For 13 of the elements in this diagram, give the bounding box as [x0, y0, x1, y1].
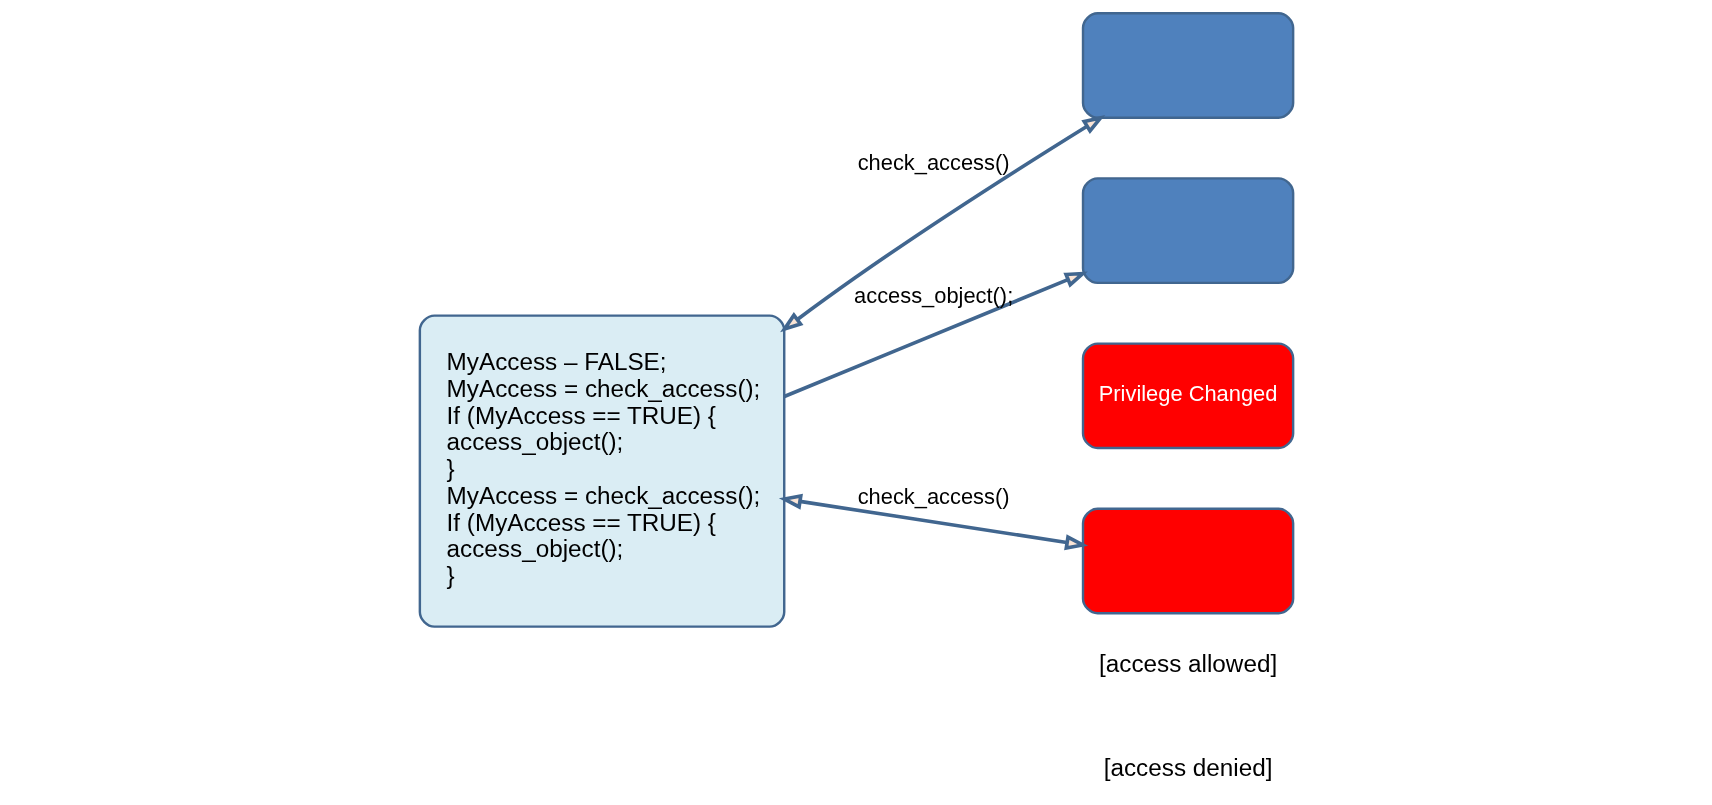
- node-box: [1081, 507, 1294, 615]
- node-box: [1081, 177, 1294, 285]
- node-box: Privilege Changed: [1081, 342, 1294, 450]
- label: [access allowed]: [1098, 649, 1277, 677]
- edge-label: check_access(): [857, 484, 1010, 510]
- edge-label: check_access(): [857, 150, 1010, 176]
- arrow: [783, 271, 1088, 399]
- edge-label: access_object();: [853, 282, 1013, 308]
- node-box: MyAccess – FALSE; MyAccess = check_access(); If (MyAccess == TRUE) { access_object(); } MyAccess = check_access(); If (MyAccess == TRUE) { access_object(); }: [418, 314, 785, 628]
- label: [access denied]: [1103, 753, 1272, 781]
- node-box: [1081, 12, 1294, 119]
- arrow: [779, 114, 1105, 333]
- arrow: [778, 493, 1088, 551]
